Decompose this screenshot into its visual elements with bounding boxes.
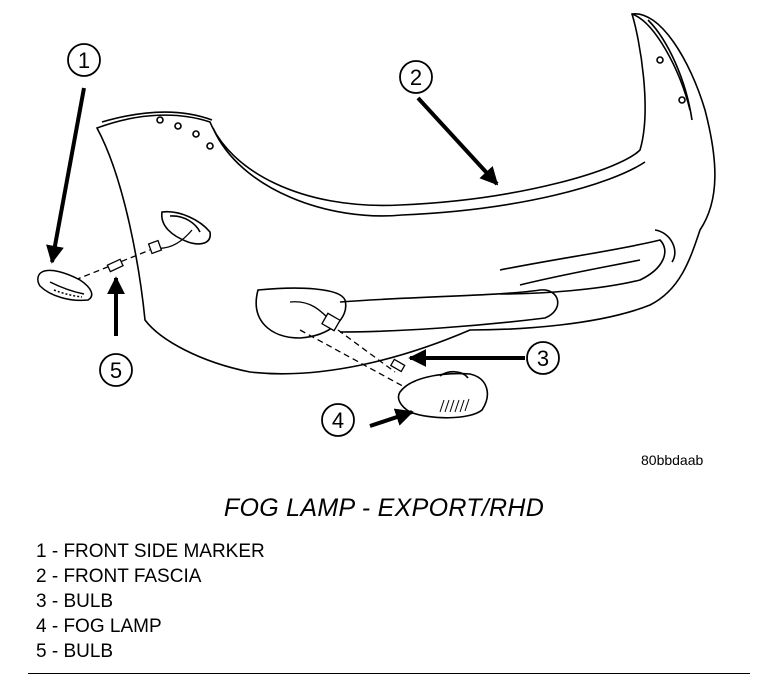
bottom-rule bbox=[28, 673, 750, 674]
callout-label-5: 5 bbox=[110, 358, 122, 383]
legend-item: 1 - FRONT SIDE MARKER bbox=[36, 541, 265, 562]
callout-4 bbox=[321, 403, 355, 437]
bulb-3 bbox=[389, 358, 406, 373]
legend-item: 5 - BULB bbox=[36, 641, 114, 662]
callout-label-1: 1 bbox=[78, 48, 90, 73]
legend: 1 - FRONT SIDE MARKER 2 - FRONT FASCIA 3… bbox=[36, 539, 265, 664]
fascia-diagram: 1 2 3 4 5 bbox=[37, 13, 716, 437]
callout-3 bbox=[526, 341, 560, 375]
legend-item: 3 - BULB bbox=[36, 591, 114, 612]
figure-code: 80bbdaab bbox=[641, 452, 704, 468]
callout-label-2: 2 bbox=[410, 65, 422, 90]
legend-item: 2 - FRONT FASCIA bbox=[36, 566, 202, 587]
callout-2 bbox=[399, 60, 433, 94]
callout-label-3: 3 bbox=[537, 346, 549, 371]
figure-title: FOG LAMP - EXPORT/RHD bbox=[223, 494, 545, 522]
front-side-marker bbox=[37, 269, 93, 302]
legend-item: 4 - FOG LAMP bbox=[36, 616, 162, 637]
callout-label-4: 4 bbox=[332, 408, 344, 433]
leader-arrows bbox=[46, 87, 525, 428]
wiring bbox=[74, 229, 411, 391]
callout-5 bbox=[99, 353, 133, 387]
callout-1 bbox=[67, 43, 101, 77]
fog-lamp bbox=[397, 370, 489, 419]
bulb-5 bbox=[106, 258, 124, 273]
front-fascia bbox=[95, 13, 716, 375]
